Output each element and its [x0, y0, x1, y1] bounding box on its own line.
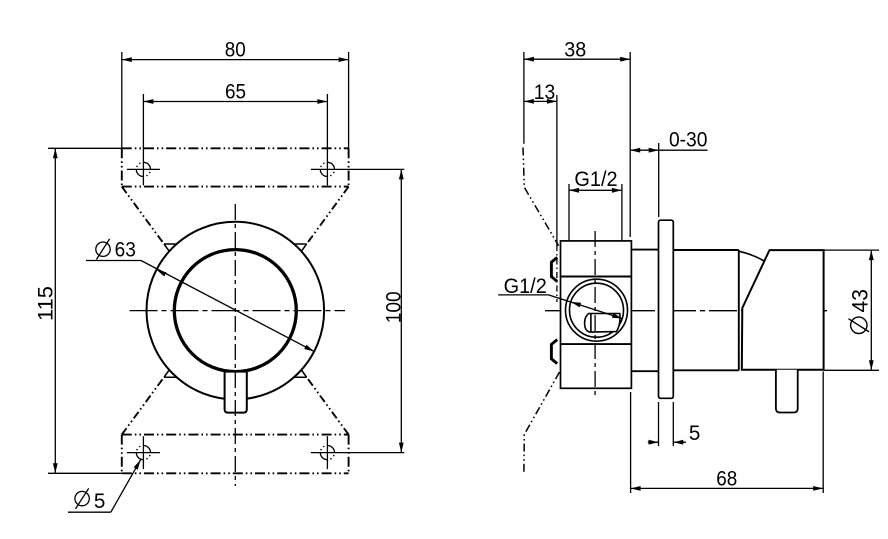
svg-text:68: 68 — [716, 467, 737, 490]
svg-text:100: 100 — [383, 291, 406, 323]
svg-text:5: 5 — [94, 490, 106, 513]
svg-text:80: 80 — [225, 39, 246, 62]
svg-text:65: 65 — [225, 81, 246, 104]
svg-text:43: 43 — [848, 289, 873, 312]
svg-text:63: 63 — [115, 238, 136, 261]
svg-text:0-30: 0-30 — [669, 129, 708, 152]
svg-text:115: 115 — [35, 286, 58, 321]
svg-text:G1/2: G1/2 — [504, 275, 547, 298]
svg-text:38: 38 — [564, 38, 586, 61]
svg-text:5: 5 — [689, 422, 701, 445]
svg-text:13: 13 — [534, 81, 556, 104]
svg-text:G1/2: G1/2 — [574, 168, 617, 191]
